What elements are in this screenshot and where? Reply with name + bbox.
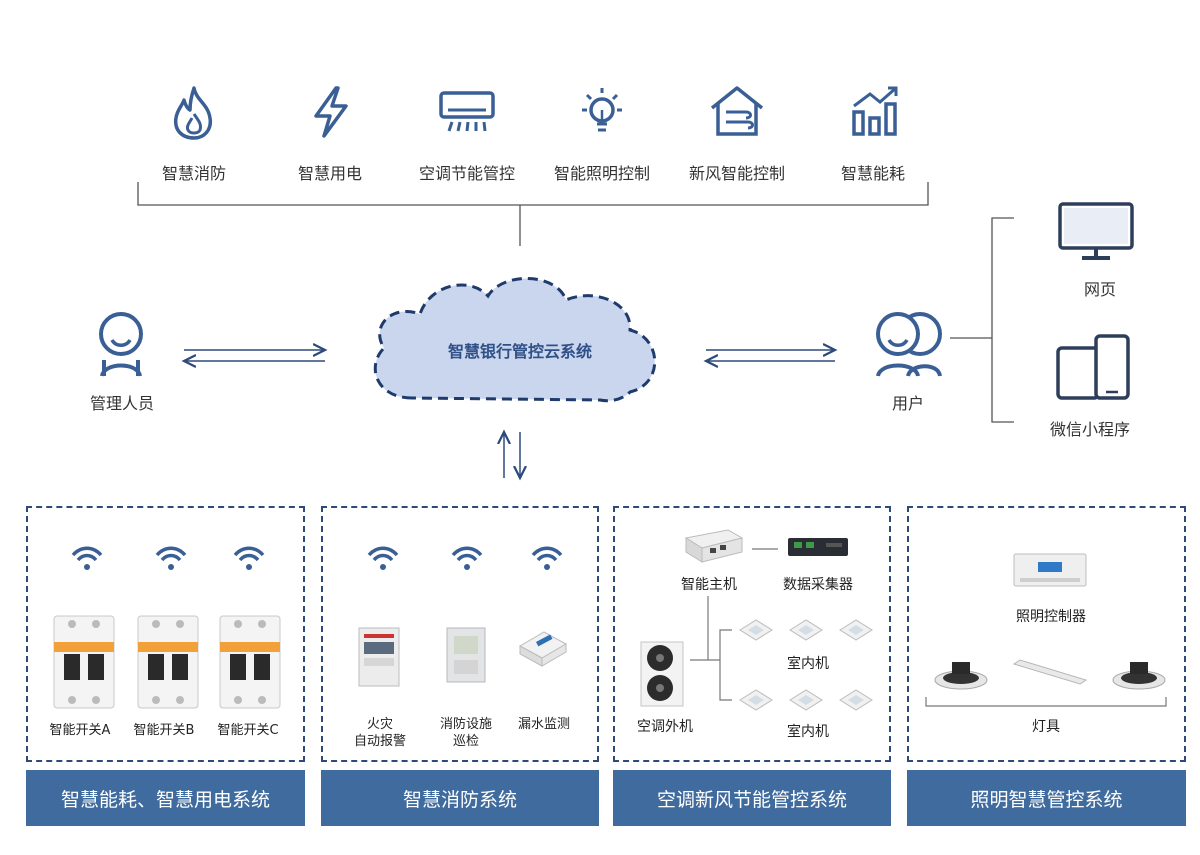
monitor-icon [1058, 202, 1134, 260]
device-label-switch-c: 智能开关C [217, 723, 279, 738]
wifi-icon [71, 546, 103, 570]
device-label-lamps: 灯具 [1032, 719, 1060, 735]
smart-switch-image [219, 615, 281, 709]
device-label-indoor-unit-2: 室内机 [787, 724, 829, 740]
device-label-switch-a: 智能开关A [49, 723, 111, 738]
wifi-icon [155, 546, 187, 570]
wifi-icon [233, 546, 265, 570]
device-label-outdoor-unit: 空调外机 [637, 719, 693, 735]
fire-alarm-panel-image [358, 627, 400, 687]
device-label-smart-host: 智能主机 [681, 577, 737, 593]
device-label-inspection-1: 消防设施 [439, 717, 492, 732]
indoor-unit-image [839, 689, 873, 711]
wifi-icon [367, 546, 399, 570]
device-label-fire-alarm-2: 自动报警 [353, 734, 406, 749]
service-label-fire: 智慧消防 [161, 164, 226, 183]
client-label-web: 网页 [1083, 280, 1116, 299]
tube-light-image [1012, 659, 1088, 685]
device-label-leak: 漏水监测 [517, 717, 570, 732]
service-label-lighting: 智能照明控制 [553, 164, 650, 183]
panel-ac [613, 506, 891, 762]
panel-fire [321, 506, 599, 762]
system-bar-ac: 空调新风节能管控系统 [613, 770, 891, 826]
downlight-image [934, 662, 988, 690]
system-bar-energy: 智慧能耗、智慧用电系统 [26, 770, 305, 826]
client-label-miniprogram: 微信小程序 [1049, 420, 1130, 439]
admin-person-icon [99, 312, 143, 377]
device-label-inspection-2: 巡检 [452, 734, 479, 749]
fire-inspection-cabinet-image [446, 627, 486, 683]
device-label-switch-b: 智能开关B [133, 723, 195, 738]
service-label-fresh-air: 新风智能控制 [688, 164, 785, 183]
indoor-unit-image [739, 689, 773, 711]
panel-energy [26, 506, 305, 762]
bar-chart-icon [852, 86, 898, 136]
service-label-energy: 智慧能耗 [840, 164, 905, 183]
smart-switch-image [53, 615, 115, 709]
lightning-icon [314, 86, 348, 138]
admin-label: 管理人员 [89, 394, 154, 413]
user-label: 用户 [891, 394, 924, 413]
light-bulb-icon [582, 88, 622, 132]
indoor-unit-image [839, 619, 873, 641]
data-collector-image [788, 538, 848, 556]
wifi-icon [531, 546, 563, 570]
indoor-unit-image [739, 619, 773, 641]
indoor-unit-image [789, 619, 823, 641]
service-label-electricity: 智慧用电 [297, 164, 362, 183]
cloud-shape [373, 277, 657, 403]
device-label-data-collector: 数据采集器 [783, 577, 853, 593]
fire-icon [173, 86, 213, 140]
device-label-lighting-controller: 照明控制器 [1016, 609, 1086, 625]
system-bar-lighting: 照明智慧管控系统 [907, 770, 1186, 826]
leak-sensor-image [518, 631, 568, 667]
lighting-controller-image [1013, 553, 1087, 587]
downlight-image [1112, 662, 1166, 690]
panel-lighting [907, 506, 1186, 762]
system-bar-fire: 智慧消防系统 [321, 770, 599, 826]
cloud-label: 智慧银行管控云系统 [447, 342, 592, 361]
user-group-icon [876, 312, 942, 377]
mobile-devices-icon [1056, 334, 1130, 400]
device-label-fire-alarm-1: 火灾 [366, 717, 393, 732]
ac-outdoor-unit-image [640, 641, 684, 707]
fresh-air-house-icon [710, 86, 764, 136]
indoor-unit-image [789, 689, 823, 711]
wifi-icon [451, 546, 483, 570]
air-conditioner-icon [439, 91, 495, 132]
smart-switch-image [137, 615, 199, 709]
service-label-ac: 空调节能管控 [418, 164, 515, 183]
smart-host-image [684, 529, 744, 563]
device-label-indoor-unit-1: 室内机 [787, 656, 829, 672]
